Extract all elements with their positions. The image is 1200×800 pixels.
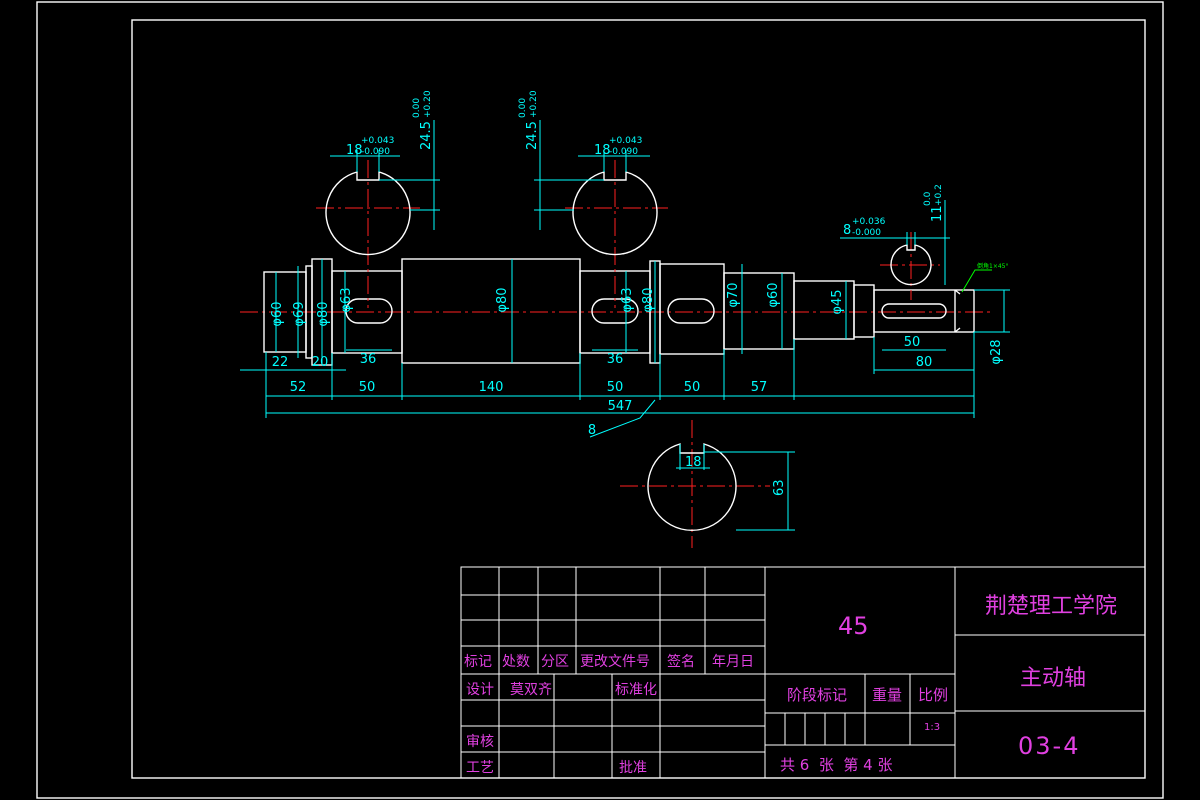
dim-50-c: 50 — [684, 380, 701, 395]
dim-key2-depth-up: +0.20 — [529, 90, 539, 118]
dim-phi63-b: φ63 — [620, 287, 635, 312]
dim-key4-depth: 63 — [772, 479, 787, 496]
dim-phi28: φ28 — [989, 339, 1004, 364]
tb-approve-label: 批准 — [619, 760, 647, 776]
dim-50-d: 50 — [904, 335, 921, 350]
dim-key3-tol-up: +0.036 — [852, 217, 886, 227]
tb-weight-label: 重量 — [872, 686, 903, 704]
tb-part-name: 主动轴 — [1020, 666, 1087, 691]
tb-designer-name: 莫双齐 — [510, 682, 552, 698]
dim-key3-depth-lo: 0.0 — [923, 191, 933, 206]
dim-key2-tol-up: +0.043 — [609, 136, 642, 146]
dim-key2-tol-lo: -0.090 — [609, 147, 638, 157]
dim-phi80-c: φ80 — [641, 287, 656, 312]
tb-scale-label: 比例 — [918, 686, 949, 704]
section-a — [316, 160, 420, 308]
tb-design-label: 设计 — [466, 682, 494, 698]
section-c — [880, 232, 940, 300]
tb-date-label: 年月日 — [712, 654, 754, 670]
tb-zone-label: 分区 — [541, 654, 569, 670]
dim-phi45: φ45 — [830, 289, 845, 314]
outer-frame — [36, 1, 1164, 799]
dim-key2-depth-lo: 0.00 — [518, 98, 528, 118]
dim-50-a: 50 — [359, 380, 376, 395]
dim-phi60-b: φ60 — [766, 282, 781, 307]
chamfer-note: 倒角1×45° — [977, 262, 1008, 270]
dim-36-b: 36 — [607, 352, 624, 367]
tb-sign-label: 签名 — [667, 654, 695, 670]
dim-key2-depth: 24.5 — [525, 121, 540, 150]
dim-key2-width: 18 — [594, 143, 611, 158]
dim-50-b: 50 — [607, 380, 624, 395]
tb-stage-mark-label: 阶段标记 — [787, 686, 848, 704]
dim-key1-depth-lo: 0.00 — [412, 98, 422, 118]
dim-phi70: φ70 — [726, 282, 741, 307]
dim-140: 140 — [479, 380, 504, 395]
dim-key1-width: 18 — [346, 143, 363, 158]
dim-52: 52 — [290, 380, 307, 395]
dim-8: 8 — [588, 423, 596, 438]
dim-key3-tol-lo: -0.000 — [852, 228, 881, 238]
dim-key1-depth: 24.5 — [419, 121, 434, 150]
section-b — [565, 160, 668, 308]
dim-key1-tol-lo: -0.090 — [361, 147, 390, 157]
dim-547: 547 — [608, 399, 633, 414]
tb-material: 45 — [838, 612, 869, 640]
dim-phi63-a: φ63 — [339, 287, 354, 312]
dim-20: 20 — [312, 355, 329, 370]
dim-80: 80 — [916, 355, 933, 370]
tb-mark-label: 标记 — [464, 654, 492, 670]
tb-check-label: 审核 — [466, 734, 494, 750]
dim-key1-depth-up: +0.20 — [423, 90, 433, 118]
tb-sheets: 共 6 张 第 4 张 — [780, 756, 893, 774]
dim-57: 57 — [751, 380, 768, 395]
dimension-lines — [240, 120, 1010, 531]
dim-key1-tol-up: +0.043 — [361, 136, 394, 146]
dim-key4-width: 18 — [685, 455, 702, 470]
dim-36-a: 36 — [360, 352, 377, 367]
title-block-grid — [460, 566, 1146, 779]
dim-phi80-b: φ80 — [495, 287, 510, 312]
section-d — [620, 420, 770, 548]
tb-school-name: 荆楚理工学院 — [985, 594, 1118, 619]
dim-key3-depth: 11 — [930, 205, 945, 222]
tb-count-label: 处数 — [502, 654, 530, 670]
dim-22: 22 — [272, 355, 289, 370]
dimension-texts: φ60 φ69 φ80 φ63 φ80 φ63 φ80 φ70 φ60 φ45 … — [270, 90, 1008, 496]
tb-process-label: 工艺 — [466, 760, 494, 776]
tb-drawing-number: 03-4 — [1018, 732, 1081, 760]
tb-change-doc-label: 更改文件号 — [580, 654, 650, 670]
tb-standardize-label: 标准化 — [615, 682, 657, 698]
dim-key3-width: 8 — [843, 223, 851, 238]
dim-key3-depth-up: +0.2 — [934, 184, 944, 206]
dim-phi69: φ69 — [292, 301, 307, 326]
dim-phi60-a: φ60 — [270, 301, 285, 326]
dim-phi80-a: φ80 — [316, 301, 331, 326]
tb-scale-value: 1:3 — [924, 722, 941, 733]
